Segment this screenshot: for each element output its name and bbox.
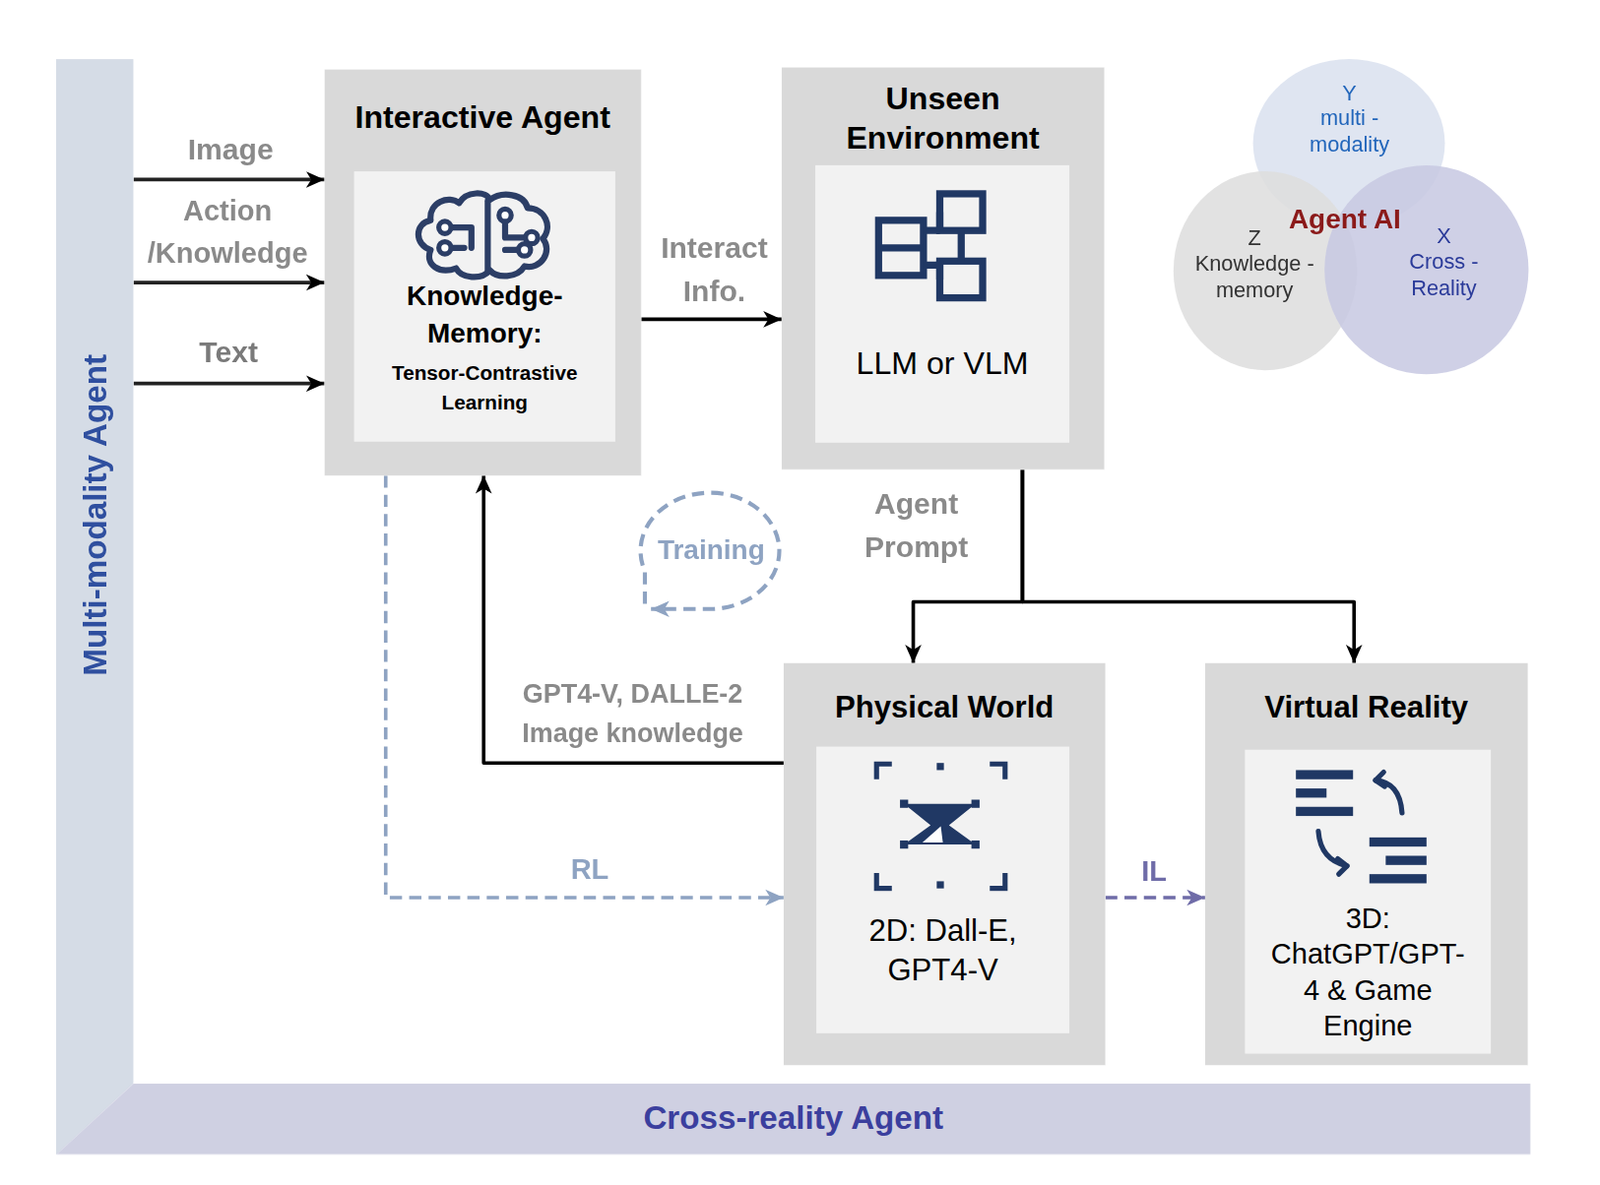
text-group: LLM or VLM	[815, 165, 1070, 385]
center-label: Agent AI	[1268, 203, 1421, 236]
connector	[133, 382, 325, 386]
connector	[640, 318, 782, 322]
output-box: 3D: ChatGPT/GPT-4 & Game Engine	[1244, 750, 1491, 1055]
memory-box: Knowledge-Memory:Tensor-Contrastive Lear…	[354, 171, 616, 443]
agent-box: Interactive Agent Knowledge-Memory:Tenso…	[324, 68, 641, 475]
text-group: Virtual Reality	[1205, 663, 1528, 727]
node-text: Knowledge -memory	[1185, 250, 1324, 304]
node-text: Tensor-Contrastive Learning	[362, 357, 608, 417]
text-group: Physical World	[783, 663, 1105, 727]
text-group: Knowledge-Memory:Tensor-Contrastive Lear…	[354, 171, 616, 417]
output-box: 2D: Dall-E, GPT4-V	[816, 747, 1070, 1034]
connector	[133, 178, 325, 183]
connector	[1022, 469, 1354, 664]
edge-label: Action /Knowledge	[130, 191, 325, 274]
training-loop	[640, 493, 780, 610]
text-group: 3D: ChatGPT/GPT-4 & Game Engine	[1244, 750, 1491, 1044]
edge-label: RL	[549, 849, 632, 892]
world-box: Virtual Reality 3D: ChatGPT/GPT-4 & Game…	[1205, 663, 1528, 1066]
node-heading: Y	[1285, 79, 1414, 106]
connector	[1104, 896, 1206, 900]
node-heading: 2D: Dall-E, GPT4-V	[826, 909, 1059, 990]
node-heading: Physical World	[791, 687, 1097, 726]
text-group: ZKnowledge -memory	[1185, 224, 1324, 305]
text-group: Cross-reality Agent	[56, 1084, 1532, 1139]
brain-icon	[408, 187, 562, 281]
node-text: multi -modality	[1285, 105, 1414, 159]
edge-label: GPT4-V, DALLE-2 Image knowledge	[492, 675, 773, 753]
environment-box: Unseen Environment LLM or VLM	[781, 66, 1104, 469]
node-heading: Cross-reality Agent	[137, 1098, 1450, 1139]
exchange-icon	[1293, 768, 1431, 889]
loop-label: Training	[647, 535, 776, 568]
node-heading: LLM or VLM	[821, 344, 1064, 384]
connector	[133, 280, 325, 285]
text-group: XCross -Reality	[1387, 222, 1500, 303]
model-box: LLM or VLM	[815, 165, 1070, 444]
node-heading: Interactive Agent	[332, 97, 634, 137]
node-heading: Multi-modality Agent	[74, 354, 115, 677]
node-heading: Unseen Environment	[822, 79, 1064, 159]
world-box: Physical World 2D: Dall-E, GPT4-V	[783, 663, 1105, 1066]
edge-label: Interact Info.	[650, 226, 779, 313]
node-heading: X	[1387, 222, 1500, 249]
connector	[385, 475, 784, 898]
text-group: Ymulti -modality	[1285, 79, 1414, 160]
vision-icon	[873, 761, 1009, 893]
node-heading: 3D: ChatGPT/GPT-4 & Game Engine	[1267, 900, 1469, 1044]
edge-label: IL	[1123, 851, 1185, 894]
edge-label: Image	[148, 128, 313, 172]
edge-label: Text	[167, 330, 290, 375]
model-icon	[874, 190, 989, 305]
side-band: Multi-modality Agent	[56, 59, 134, 1155]
venn-blob: XCross -Reality	[1324, 165, 1529, 375]
text-group: 2D: Dall-E, GPT4-V	[816, 747, 1070, 991]
text-group: Multi-modality Agent	[56, 59, 134, 1155]
node-heading: Knowledge-Memory:	[362, 277, 608, 354]
bottom-band: Cross-reality Agent	[56, 1084, 1532, 1156]
edge-label: Agent Prompt	[839, 482, 993, 569]
node-text: Cross -Reality	[1387, 248, 1500, 302]
connector	[483, 475, 784, 764]
text-group: Unseen Environment	[781, 66, 1104, 159]
text-group: Interactive Agent	[324, 68, 641, 137]
node-heading: Virtual Reality	[1213, 687, 1520, 726]
